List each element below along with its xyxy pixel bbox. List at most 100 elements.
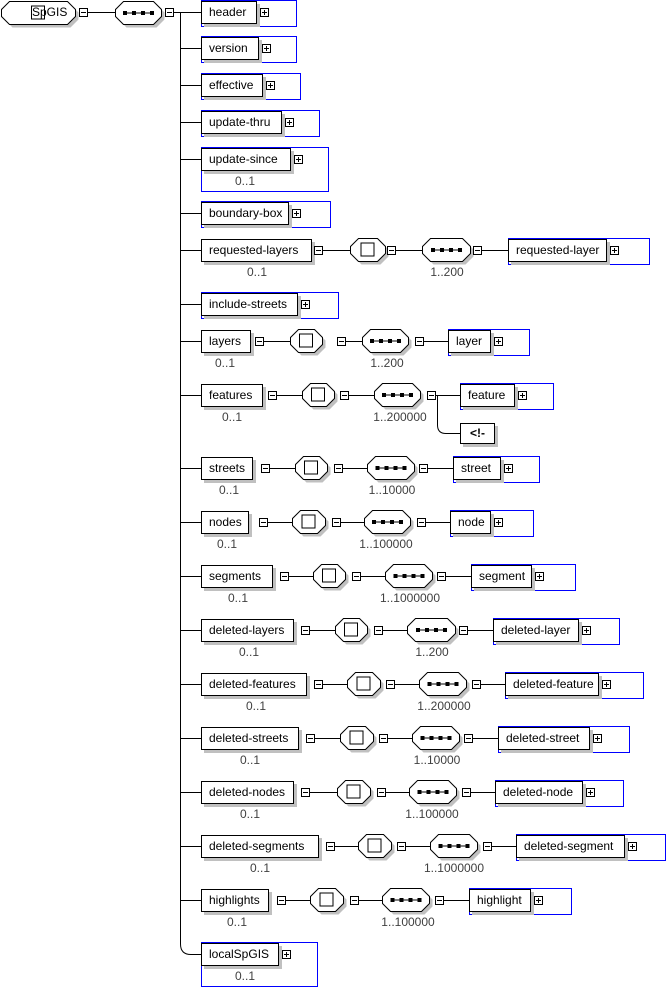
element-box[interactable]: localSpGIS [201, 943, 279, 966]
expand-button[interactable] [534, 896, 543, 905]
element-box[interactable]: version [201, 37, 259, 60]
collapse-button[interactable] [427, 391, 436, 400]
collapse-button[interactable] [350, 896, 359, 905]
child-element-box[interactable]: deleted-segment [516, 835, 625, 858]
element-box[interactable]: highlights [201, 889, 269, 912]
element-box[interactable]: update-since [201, 148, 291, 171]
child-element-box[interactable]: deleted-feature [505, 673, 599, 696]
child-element-box[interactable]: node [450, 511, 491, 534]
choice-compositor[interactable] [292, 510, 329, 537]
element-box[interactable]: nodes [201, 511, 249, 534]
collapse-button[interactable] [387, 246, 396, 255]
expand-button[interactable] [593, 734, 602, 743]
element-box[interactable]: update-thru [201, 111, 282, 134]
sequence-compositor[interactable] [430, 834, 481, 861]
collapse-button[interactable] [417, 518, 426, 527]
collapse-button[interactable] [259, 518, 268, 527]
collapse-button[interactable] [261, 464, 270, 473]
expand-button[interactable] [504, 464, 513, 473]
sequence-compositor[interactable] [409, 780, 460, 807]
collapse-button[interactable] [277, 896, 286, 905]
expand-button[interactable] [285, 118, 294, 127]
collapse-button[interactable] [326, 842, 335, 851]
expand-button[interactable] [610, 246, 619, 255]
expand-button[interactable] [266, 81, 275, 90]
element-box[interactable]: streets [201, 457, 253, 480]
choice-compositor[interactable] [350, 238, 389, 265]
collapse-button[interactable] [334, 464, 343, 473]
element-box[interactable]: deleted-layers [201, 619, 294, 642]
expand-button[interactable] [582, 626, 591, 635]
collapse-button[interactable] [464, 734, 473, 743]
element-box[interactable]: deleted-streets [201, 727, 299, 750]
expand-button[interactable] [262, 44, 271, 53]
sequence-compositor[interactable] [385, 564, 436, 591]
collapse-button[interactable] [437, 572, 446, 581]
choice-compositor[interactable] [335, 618, 371, 645]
sequence-compositor[interactable] [362, 329, 412, 356]
child-element-box[interactable]: street [453, 457, 501, 480]
element-box[interactable]: deleted-features [201, 673, 307, 696]
collapse-button[interactable] [397, 842, 406, 851]
collapse-button[interactable] [255, 337, 264, 346]
root-sequence[interactable] [115, 1, 165, 28]
collapse-button[interactable] [280, 572, 289, 581]
child-element-box[interactable]: deleted-node [495, 781, 583, 804]
expand-button[interactable] [494, 337, 503, 346]
child-element-box[interactable]: highlight [469, 889, 531, 912]
element-box[interactable]: deleted-segments [201, 835, 319, 858]
collapse-button[interactable] [377, 788, 386, 797]
sequence-compositor[interactable] [407, 618, 459, 645]
element-box[interactable]: deleted-nodes [201, 781, 294, 804]
element-box[interactable]: features [201, 384, 263, 407]
expand-button[interactable] [586, 788, 595, 797]
expand-button[interactable] [535, 572, 544, 581]
child-element-box[interactable]: deleted-street [498, 727, 590, 750]
element-box[interactable]: layers [201, 330, 251, 353]
element-box[interactable]: boundary-box [201, 202, 289, 225]
collapse-root-button[interactable] [79, 8, 88, 17]
choice-compositor[interactable] [302, 383, 338, 410]
expand-button[interactable] [518, 391, 527, 400]
collapse-button[interactable] [314, 246, 323, 255]
collapse-button[interactable] [462, 788, 471, 797]
expand-button[interactable] [301, 300, 310, 309]
expand-button[interactable] [260, 8, 269, 17]
expand-button[interactable] [282, 950, 291, 959]
collapse-button[interactable] [268, 391, 277, 400]
collapse-button[interactable] [459, 626, 468, 635]
sequence-compositor[interactable] [364, 510, 414, 537]
expand-button[interactable] [628, 842, 637, 851]
sequence-compositor[interactable] [374, 383, 424, 410]
child-element-box[interactable]: layer [448, 330, 491, 353]
expand-button[interactable] [292, 209, 301, 218]
child-element-box[interactable]: segment [471, 565, 532, 588]
collapse-button[interactable] [352, 572, 361, 581]
expand-button[interactable] [494, 518, 503, 527]
sequence-compositor[interactable] [367, 456, 418, 483]
collapse-button[interactable] [306, 734, 315, 743]
element-box[interactable]: segments [201, 565, 273, 588]
element-box[interactable]: requested-layers [201, 239, 312, 262]
collapse-button[interactable] [301, 626, 310, 635]
sequence-compositor[interactable] [412, 726, 463, 753]
collapse-button[interactable] [419, 464, 428, 473]
collapse-button[interactable] [379, 734, 388, 743]
choice-compositor[interactable] [340, 726, 377, 753]
choice-compositor[interactable] [313, 564, 349, 591]
sequence-compositor[interactable] [422, 238, 474, 265]
choice-compositor[interactable] [337, 780, 374, 807]
choice-compositor[interactable] [290, 329, 326, 356]
choice-compositor[interactable] [310, 888, 347, 915]
collapse-button[interactable] [483, 842, 492, 851]
root-element-SpGIS[interactable] [1, 1, 79, 28]
sequence-compositor[interactable] [419, 672, 470, 699]
choice-compositor[interactable] [347, 672, 384, 699]
child-element-box[interactable]: deleted-layer [493, 619, 579, 642]
expand-button[interactable] [294, 155, 303, 164]
collapse-button[interactable] [415, 337, 424, 346]
collapse-sequence-button[interactable] [165, 8, 174, 17]
choice-compositor[interactable] [295, 456, 331, 483]
expand-button[interactable] [602, 680, 611, 689]
collapse-button[interactable] [314, 680, 323, 689]
